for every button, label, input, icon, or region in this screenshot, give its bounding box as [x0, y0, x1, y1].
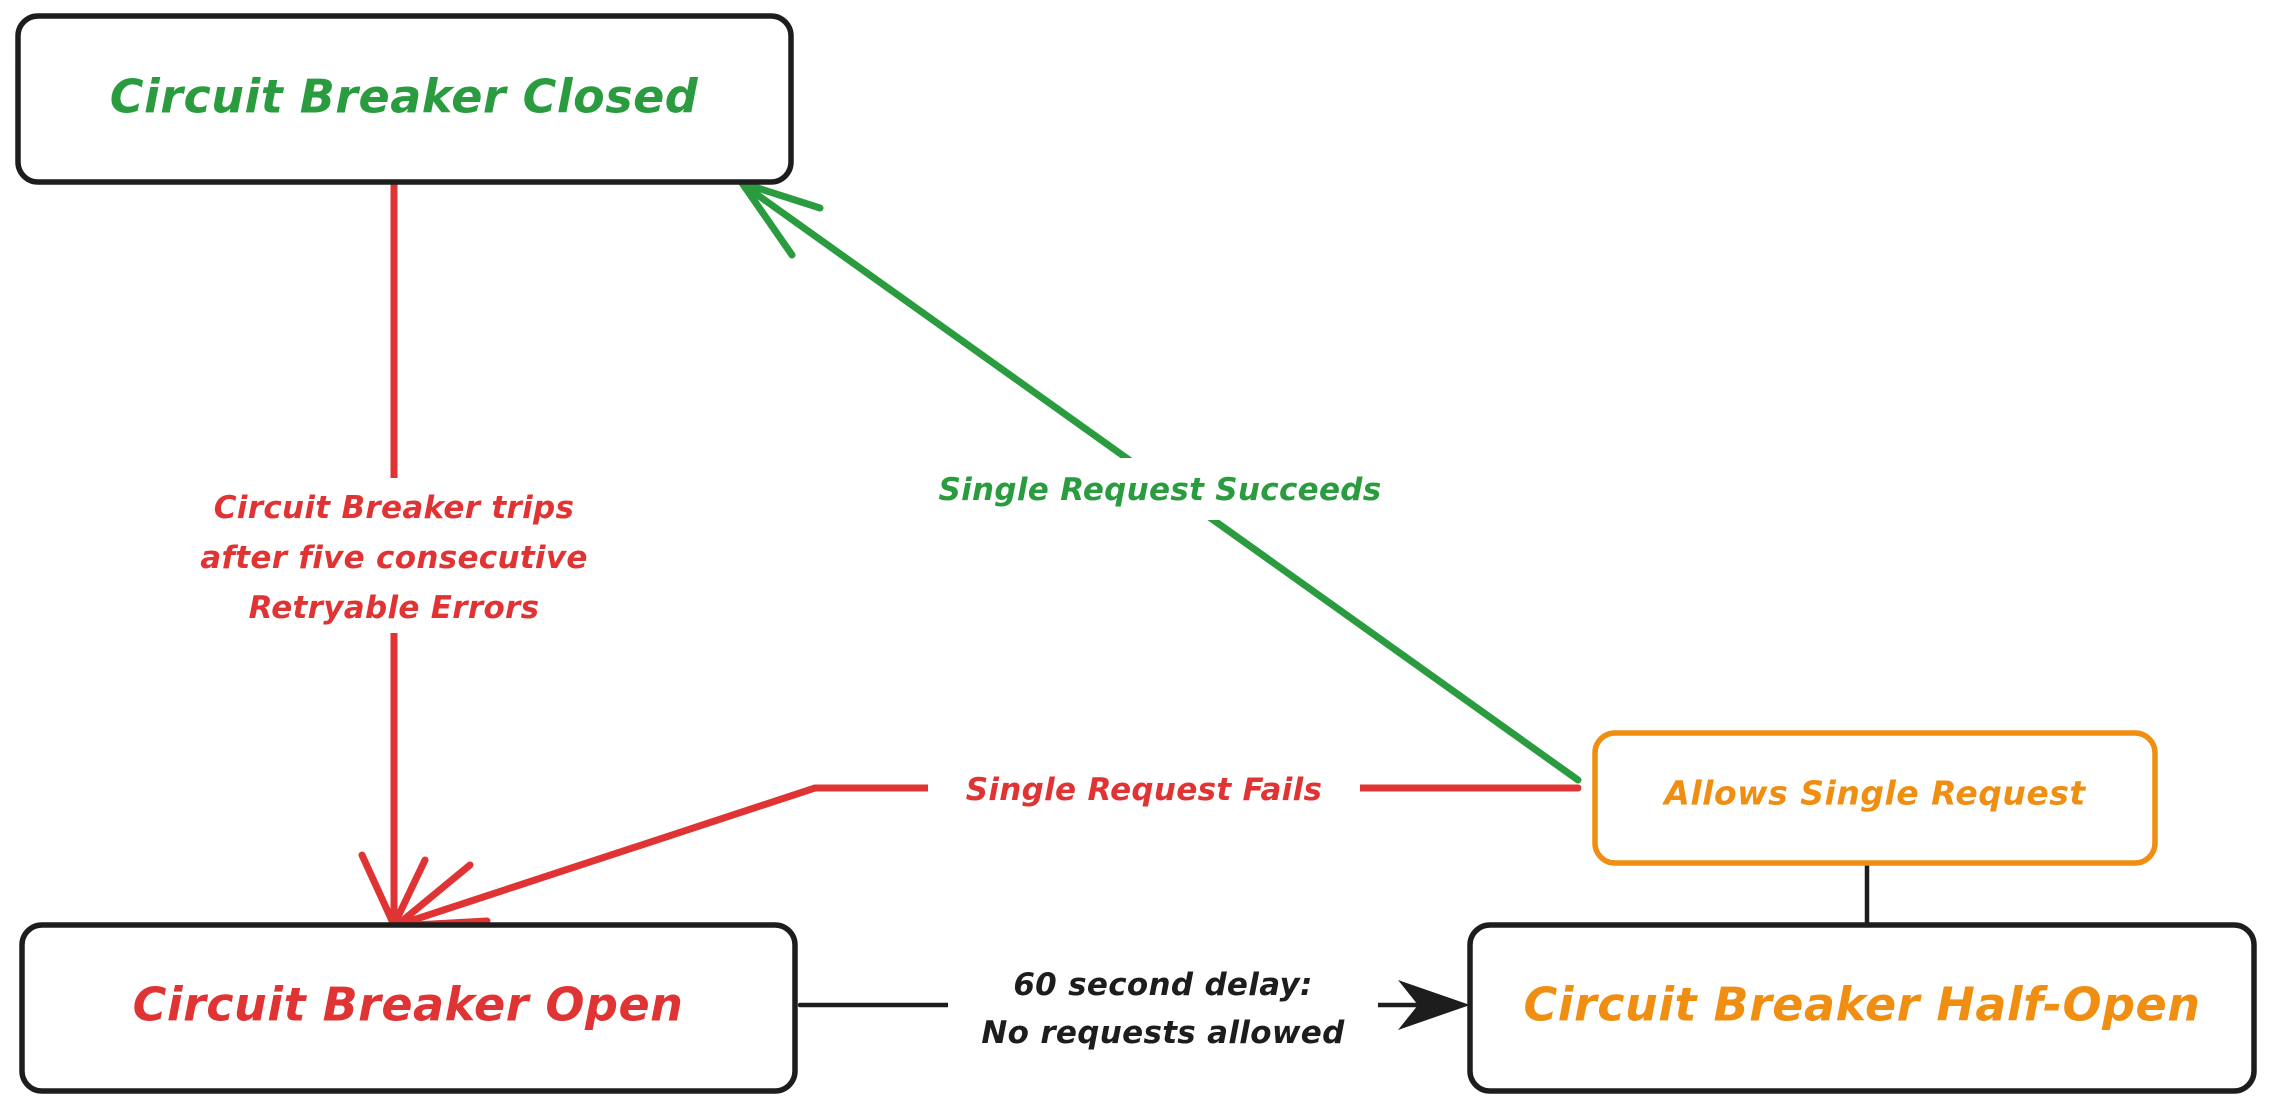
label-backdrop — [948, 955, 1378, 1063]
edge-label-single-request-succeeds: Single Request Succeeds — [938, 472, 1381, 508]
label-backdrop — [928, 758, 1360, 816]
node-circuit-breaker-closed[interactable]: Circuit Breaker Closed — [15, 13, 794, 185]
label-backdrop — [910, 458, 1410, 520]
node-label-allows-single: Allows Single Request — [1661, 774, 2086, 813]
node-circuit-breaker-half-open[interactable]: Circuit Breaker Half-Open — [1467, 922, 2257, 1094]
node-label-open: Circuit Breaker Open — [133, 978, 684, 1032]
edge-label-allows-single-to-closed: Single Request Succeeds — [910, 458, 1410, 520]
node-label-closed: Circuit Breaker Closed — [110, 70, 699, 124]
edge-label-delay-line-2: No requests allowed — [981, 1015, 1345, 1051]
edge-label-single-request-fails: Single Request Fails — [966, 772, 1323, 808]
edge-label-line-1: Circuit Breaker trips — [214, 490, 575, 526]
edge-label-line-3: Retryable Errors — [249, 590, 540, 626]
node-box[interactable] — [19, 922, 798, 1094]
edge-label-closed-to-open: Circuit Breaker trips after five consecu… — [165, 478, 587, 633]
node-box[interactable] — [1592, 730, 2158, 866]
node-box[interactable] — [1467, 922, 2257, 1094]
edge-label-line-2: after five consecutive — [200, 540, 587, 576]
arrowhead-green-icon — [738, 179, 824, 259]
node-circuit-breaker-open[interactable]: Circuit Breaker Open — [19, 922, 798, 1094]
edge-label-allows-single-to-open: Single Request Fails — [928, 758, 1360, 816]
arrowhead-black-icon — [1398, 980, 1470, 1030]
edge-label-open-to-half-open: 60 second delay: No requests allowed — [948, 955, 1378, 1063]
node-box[interactable] — [15, 13, 794, 185]
edge-label-delay-line-1: 60 second delay: — [1013, 967, 1312, 1003]
node-allows-single-request[interactable]: Allows Single Request — [1592, 730, 2158, 866]
label-backdrop — [165, 478, 585, 633]
node-label-half-open: Circuit Breaker Half-Open — [1524, 978, 2201, 1032]
